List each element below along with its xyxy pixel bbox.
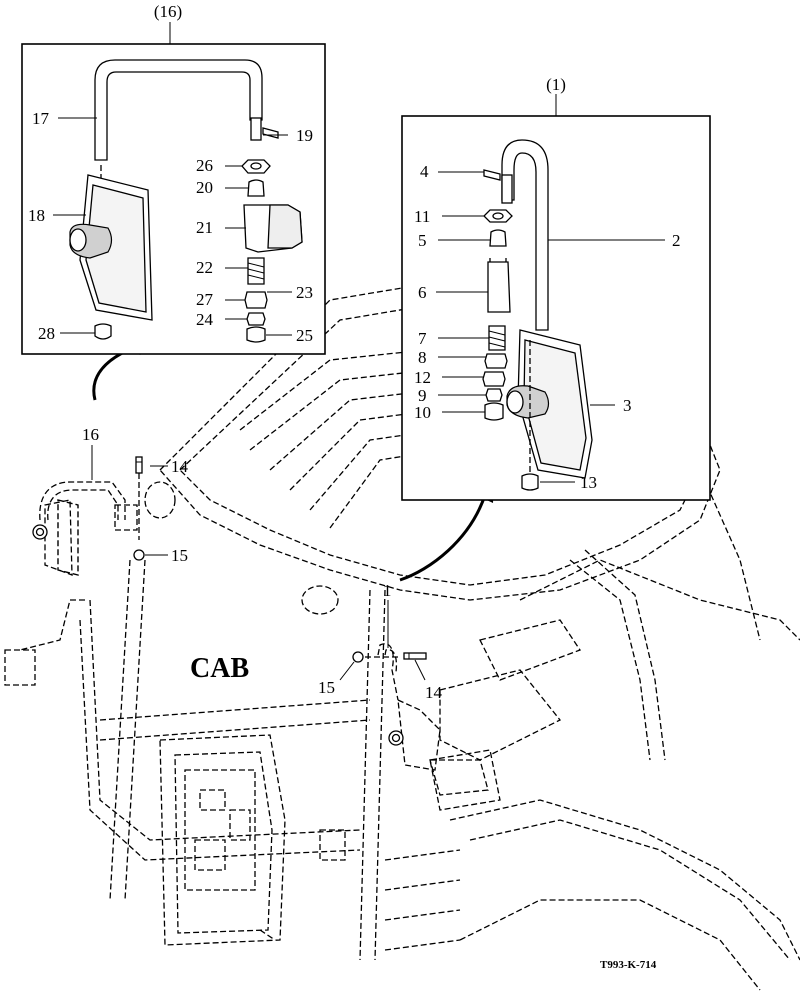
callout-23: 23 [296,283,313,302]
callout-2: 2 [672,231,681,250]
callout-22: 22 [196,258,213,277]
callout-15-right: 15 [318,678,335,697]
callout-25: 25 [296,326,313,345]
left-mirror-assembly [32,481,138,576]
right-mirror-assembly [377,643,489,796]
callout-26: 26 [196,156,213,175]
callout-5: 5 [418,231,427,250]
detail-ref-right: (1) [546,75,566,94]
callout-6: 6 [418,283,427,302]
callout-7: 7 [418,329,427,348]
cab-label: CAB [190,653,249,684]
callout-3: 3 [623,396,632,415]
callout-1-main: 1 [383,581,392,600]
callout-28: 28 [38,324,55,343]
detail-box-1 [401,94,711,501]
callout-27: 27 [196,290,214,309]
cab-fasteners [133,456,427,681]
callout-15-left: 15 [171,546,188,565]
callout-21: 21 [196,218,213,237]
callout-11: 11 [414,207,430,226]
callout-9: 9 [418,386,427,405]
detail-box-16 [21,22,326,355]
callout-19: 19 [296,126,313,145]
callout-17: 17 [32,109,50,128]
callout-12: 12 [414,368,431,387]
callout-4: 4 [420,162,429,181]
callout-14-left: 14 [171,457,189,476]
callout-8: 8 [418,348,427,367]
callout-24: 24 [196,310,214,329]
detail-ref-left: (16) [154,2,182,21]
callout-14-right: 14 [425,683,443,702]
drawing-code: T993-K-714 [600,959,657,971]
callout-16-main: 16 [82,425,99,444]
callout-18: 18 [28,206,45,225]
callout-13: 13 [580,473,597,492]
callout-20: 20 [196,178,213,197]
callout-10: 10 [414,403,431,422]
